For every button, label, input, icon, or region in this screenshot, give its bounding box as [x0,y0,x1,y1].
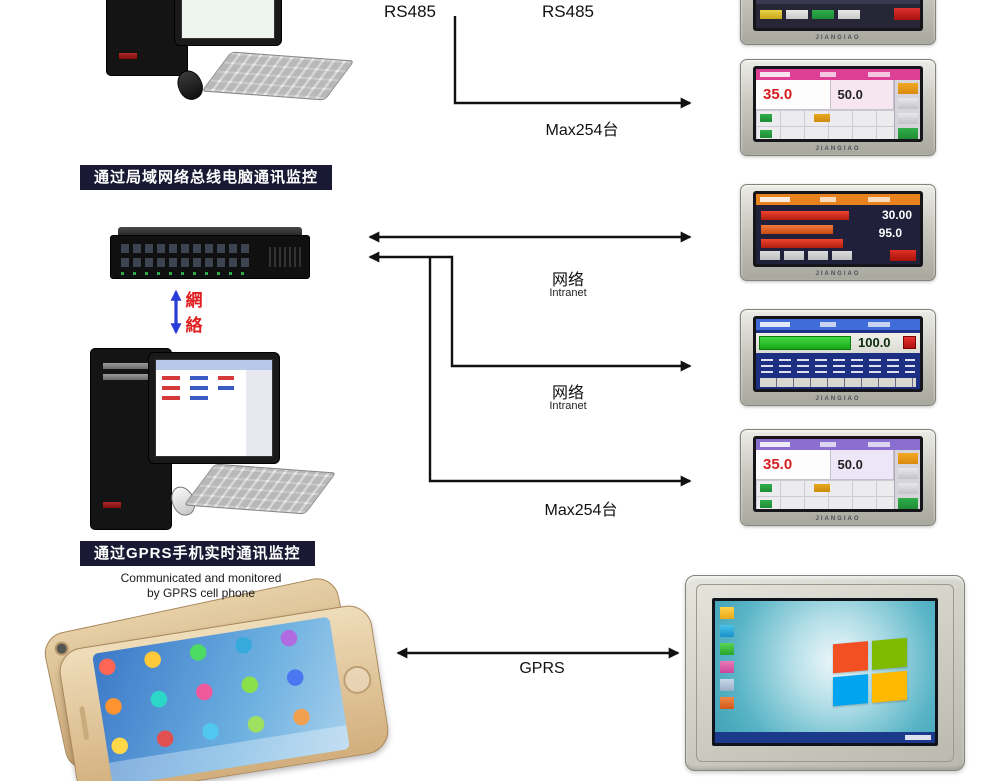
computer-monitor [148,352,280,464]
panel-alarm-block [903,336,916,349]
panel-title-bar [756,69,920,80]
panel-bottom-row [760,378,916,387]
controller-panel-top: 35.0 50.0 JIANGIAO [740,59,936,156]
panel-title-bar [756,194,920,205]
windows-logo-quadrant-yellow [872,670,907,703]
panel-grid [756,110,894,139]
computer-keyboard [201,51,355,101]
panel-value-primary: 35.0 [763,456,793,473]
hmi-touch-panel-illustration [685,575,965,771]
windows-logo-quadrant-red [833,641,868,674]
panel-bezel [753,0,923,31]
rs485-label-right: RS485 [542,2,594,21]
panel-grid [756,480,894,509]
panel-value-secondary: 95.0 [878,226,902,240]
monitor-screen [181,0,275,39]
panel-value-primary: 35.0 [763,86,793,103]
panel-screen: 30.00 95.0 [756,194,920,264]
panel-value-secondary: 50.0 [837,87,863,102]
controller-panel-purple: 35.0 50.0 JIANGIAO [740,429,936,526]
windows-logo-quadrant-green [872,637,907,670]
panel-value-secondary: 50.0 [837,457,863,472]
switch-front-ports [110,235,310,279]
desktop-computer-top-illustration [78,0,355,118]
computer-tower [106,0,188,76]
panel-value-cell: 50.0 [830,450,894,480]
gprs-section-header: 通过GPRS手机实时通讯监控 [80,541,315,566]
hmi-screen [715,601,935,743]
max254-label-top: Max254台 [545,122,619,139]
smartphone-screen [92,616,351,781]
panel-value-row: 35.0 50.0 [756,450,894,480]
smartphone-app-icons [92,616,351,781]
panel-bars-graph [761,211,849,248]
panel-side-buttons [894,450,920,509]
panel-value-primary: 100.0 [858,335,891,350]
panel-brand-label: JIANGIAO [815,396,861,402]
panel-value-row: 35.0 50.0 [756,80,894,110]
rs485-label-left: RS485 [384,2,436,21]
intranet-link2-sublabel: Intranet [549,400,587,412]
windows-logo-icon [833,637,907,707]
windows-logo-quadrant-blue [833,674,868,707]
intranet-link1-sublabel: Intranet [549,287,587,299]
panel-brand-label: JIANGIAO [815,146,861,152]
hmi-frame-line [696,584,954,762]
controller-panel-top-partial: JIANGIAO [740,0,936,45]
switch-top-face [118,227,302,237]
panel-screen: 100.0 [756,319,920,389]
panel-brand-label: JIANGIAO [815,516,861,522]
hmi-bezel [712,598,938,746]
monitor-screen [155,359,273,457]
panel-bezel: 100.0 [753,316,923,392]
panel-screen: 35.0 50.0 [756,439,920,509]
lan-section-header: 通过局域网络总线电脑通讯监控 [80,165,333,190]
max254-label-lan: Max254台 [544,502,618,519]
panel-brand-label: JIANGIAO [815,35,861,41]
panel-value-cell: 50.0 [830,80,894,110]
panel-bottom-row [760,250,916,261]
gprs-label: GPRS [519,660,565,677]
panel-side-buttons [894,80,920,139]
panel-value-cell: 35.0 [756,80,831,110]
gprs-subtitle-line1: Communicated and monitored [120,571,282,585]
computer-monitor [174,0,282,46]
panel-value-cell: 35.0 [756,450,831,480]
panel-bezel: 30.00 95.0 [753,191,923,267]
panel-bezel: 35.0 50.0 [753,436,923,512]
panel-bezel: 35.0 50.0 [753,66,923,142]
panel-screen [756,0,920,28]
arrow-rs485-chain [453,16,692,109]
network-vertical-label: 網絡 [185,291,203,335]
panel-value-primary: 30.00 [881,208,912,222]
panel-title-bar [756,319,920,330]
panel-screen: 35.0 50.0 [756,69,920,139]
hmi-taskbar [715,732,935,743]
panel-value-strip: 100.0 [756,333,920,353]
hmi-desktop-icons [720,607,736,729]
computer-keyboard [183,463,337,515]
network-switch-illustration [110,227,310,279]
panel-data-rows [761,357,915,377]
panel-green-bar [759,336,851,350]
panel-brand-label: JIANGIAO [815,271,861,277]
controller-panel-green: 100.0 JIANGIAO [740,309,936,406]
controller-panel-bars: 30.00 95.0 JIANGIAO [740,184,936,281]
gprs-subtitle-line2: by GPRS cell phone [146,586,256,600]
panel-title-bar [756,439,920,450]
